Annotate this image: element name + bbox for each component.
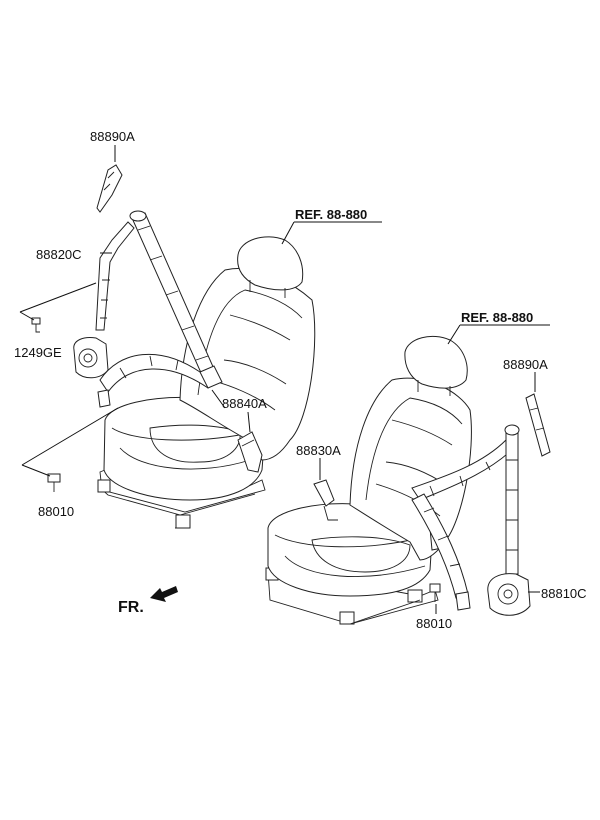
retractor-right <box>487 573 531 616</box>
label-ref-right: REF. 88-880 <box>461 310 533 325</box>
buckle-left <box>237 431 263 473</box>
retractor-left <box>73 337 109 379</box>
label-1249ge: 1249GE <box>14 345 62 360</box>
label-88820c: 88820C <box>36 247 82 262</box>
label-88840a: 88840A <box>222 396 267 411</box>
upper-guide-left <box>96 164 123 213</box>
label-88890a-right: 88890A <box>503 357 548 372</box>
label-ref-left: REF. 88-880 <box>295 207 367 222</box>
label-88010-left: 88010 <box>38 504 74 519</box>
right-seat <box>265 336 472 625</box>
buckle-right <box>313 479 335 507</box>
label-88010-right: 88010 <box>416 616 452 631</box>
leader-lines <box>19 145 550 614</box>
bolt-88010-left <box>47 473 61 492</box>
upper-guide-right <box>525 393 551 457</box>
bolt-1249ge <box>31 317 41 333</box>
right-belt-assembly <box>313 393 551 616</box>
front-arrow-icon <box>150 586 178 602</box>
label-88830a: 88830A <box>296 443 341 458</box>
left-seat <box>97 236 316 529</box>
left-belt-assembly <box>73 164 263 473</box>
label-88810c: 88810C <box>541 586 587 601</box>
label-88890a-left: 88890A <box>90 129 135 144</box>
label-front: FR. <box>118 599 144 616</box>
